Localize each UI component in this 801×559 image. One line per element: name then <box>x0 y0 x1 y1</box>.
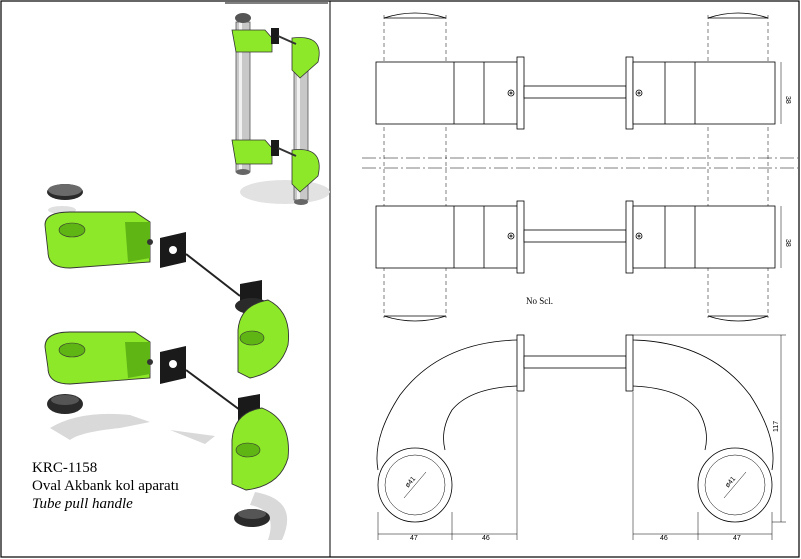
isometric-assembly-render <box>44 13 330 540</box>
dim-right-a: 46 <box>660 535 668 542</box>
profile-view <box>376 334 774 523</box>
middle-view <box>375 200 782 274</box>
orthographic-drawing <box>362 12 798 540</box>
exploded-lower-set <box>44 331 289 540</box>
dim-left-a: 47 <box>410 535 418 542</box>
dim-tube-diameter-mid: 38 <box>784 239 791 247</box>
top-view <box>375 56 782 130</box>
scale-note: No Scl. <box>526 296 553 306</box>
product-code: KRC-1158 <box>32 460 98 476</box>
exploded-upper-set <box>44 184 290 379</box>
dim-left-b: 46 <box>482 535 490 542</box>
dim-ring-left: ø41 <box>404 475 417 489</box>
dim-right-b: 47 <box>733 535 741 542</box>
assembled-handle <box>231 13 330 205</box>
product-name-en: Tube pull handle <box>32 496 133 512</box>
tube-caps <box>383 12 769 322</box>
product-name-tr: Oval Akbank kol aparatı <box>32 478 180 494</box>
dim-ring-right: ø41 <box>724 475 737 489</box>
dim-tube-diameter-top: 38 <box>784 96 791 104</box>
dim-height: 117 <box>773 421 780 432</box>
dimension-lines <box>377 334 786 540</box>
